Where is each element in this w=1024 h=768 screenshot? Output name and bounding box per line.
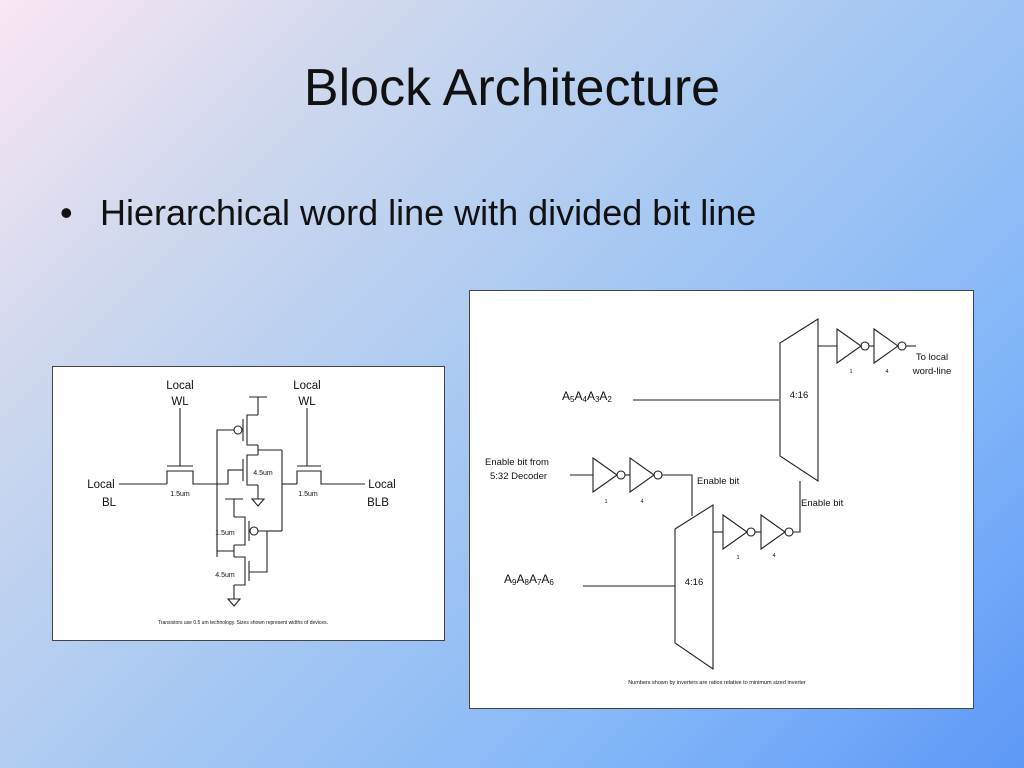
inverter-bottom — [217, 450, 283, 607]
inverter-chain-output: 1 4 — [818, 327, 916, 375]
to-local-line1: To local — [916, 352, 948, 363]
decoder-top: 4:16 — [779, 318, 819, 483]
cell-footnote: Transistors use 0.5 um technology. Sizes… — [158, 620, 328, 626]
local-bl-label-line2: BL — [102, 497, 117, 509]
inverter-chain-middle: 1 4 — [713, 481, 801, 561]
decoder-bottom-label: 4:16 — [685, 577, 704, 588]
ratio-label-e: 1 — [849, 369, 852, 375]
address-low-label: A9A8A7A6 — [504, 572, 554, 587]
size-bottom-nmos: 4.5um — [215, 572, 235, 579]
to-local-line2: word-line — [912, 366, 952, 377]
bullet-item: • Hierarchical word line with divided bi… — [60, 192, 756, 234]
ratio-label-d: 4 — [772, 553, 775, 559]
enable-from-line2: 5:32 Decoder — [490, 471, 547, 482]
local-wl-left-label-line1: Local — [166, 380, 194, 392]
local-blb-label-line2: BLB — [367, 497, 389, 509]
sram-cell-diagram: Local WL Local WL Local BL Local BLB 1.5… — [52, 366, 445, 641]
size-top-inverter: 4.5um — [253, 470, 273, 477]
size-access-left: 1.5um — [170, 491, 190, 498]
ratio-label-a: 1 — [604, 499, 607, 505]
local-wl-right-label-line1: Local — [293, 380, 321, 392]
size-access-right: 1.5um — [298, 491, 318, 498]
local-blb-label-line1: Local — [368, 479, 396, 491]
decoder-svg: A5A4A3A2 A9A8A7A6 4:16 4:16 Enable bit f… — [485, 318, 952, 686]
decoder-bottom: 4:16 — [674, 504, 714, 671]
decoder-diagram: A5A4A3A2 A9A8A7A6 4:16 4:16 Enable bit f… — [469, 290, 974, 709]
access-transistor-right — [282, 408, 365, 485]
ratio-label-b: 4 — [640, 499, 643, 505]
local-wl-right-label-line2: WL — [298, 396, 316, 408]
inverter-chain-enable: 1 4 — [570, 456, 693, 516]
enable-bit-label-1: Enable bit — [697, 476, 740, 487]
ratio-label-f: 4 — [885, 369, 888, 375]
inverter-top — [207, 396, 282, 557]
local-wl-left-label-line2: WL — [171, 396, 189, 408]
bullet-text: Hierarchical word line with divided bit … — [100, 192, 757, 233]
slide-title: Block Architecture — [303, 59, 721, 117]
size-bottom-pmos: 1.5um — [215, 530, 235, 537]
sram-cell-svg: Local WL Local WL Local BL Local BLB 1.5… — [87, 380, 396, 626]
enable-from-line1: Enable bit from — [485, 457, 549, 468]
enable-bit-label-2: Enable bit — [801, 498, 844, 509]
local-bl-label-line1: Local — [87, 479, 115, 491]
ratio-label-c: 1 — [736, 555, 739, 561]
decoder-footnote: Numbers shown by inverters are ratios re… — [628, 680, 806, 686]
access-transistor-left — [119, 408, 207, 485]
decoder-top-label: 4:16 — [790, 390, 809, 401]
bullet-dot-icon: • — [60, 192, 73, 233]
address-high-label: A5A4A3A2 — [562, 389, 612, 404]
